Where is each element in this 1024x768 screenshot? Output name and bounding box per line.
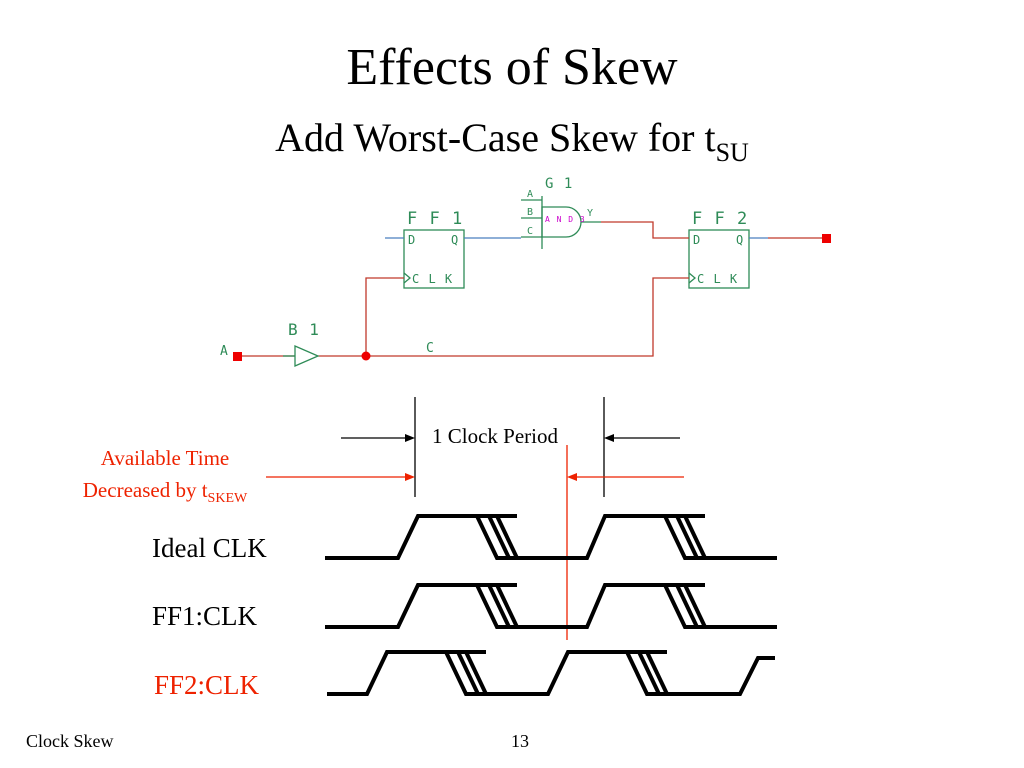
g1-label: G 1 [545,176,573,192]
subtitle-text: Add Worst-Case Skew for t [275,115,716,160]
signal-label-ff2-clk: FF2:CLK [154,670,260,700]
ff2-label: F F 2 [692,209,748,229]
and3-label: A N D 3 [545,215,586,224]
wire-y-to-ff2-d [601,221,689,239]
ff2-clk-label: C L K [697,272,738,286]
ff1-q-label: Q [451,233,459,247]
ff1-clk-label: C L K [412,272,453,286]
wire-to-ff2-clk [366,277,689,357]
b1-label: B 1 [288,320,320,339]
signal-label-ff1-clk: FF1:CLK [152,601,258,631]
annotation-line1: Available Time [100,446,230,470]
ff2-q-label: Q [736,233,744,247]
port-out [822,234,831,243]
signal-label-ideal-clk: Ideal CLK [152,533,267,563]
and3-pin-a: A [527,189,534,200]
skew-right-arrowhead [567,473,577,481]
waveforms [325,514,777,696]
ff1-label: F F 1 [407,209,463,229]
clock-junction-node [361,351,371,361]
port-a [233,352,242,361]
slide-title: Effects of Skew [346,39,678,96]
period-right-arrowhead [604,434,614,442]
period-left-arrowhead [405,434,415,442]
waveform-ff2-clk [327,650,775,696]
skew-left-arrowhead [405,473,415,481]
buffer-b1 [294,345,320,367]
schematic-labels: F F 1 F F 2 G 1 A N D 3 B 1 D Q C L K D … [220,176,748,359]
annotation-text: Decreased by t [82,478,208,502]
ff2-clk-triangle [688,272,697,284]
waveform-ff1-clk [325,583,777,629]
subtitle-subscript: SU [715,138,749,167]
footer-label: Clock Skew [26,731,114,751]
and3-gate [541,206,582,238]
ff2-d-label: D [693,233,701,247]
and3-pin-y: Y [587,208,594,219]
wire-to-ff1-clk [365,277,404,356]
ff2-box [688,229,750,289]
red-wires [242,221,822,357]
waveform-ideal-clk [325,514,777,560]
available-time-annotation: Available Time Decreased by tSKEW [40,442,290,506]
period-markers [341,397,680,497]
skew-markers [266,445,684,640]
schematic [233,196,831,367]
and3-pin-b: B [527,207,534,218]
ff1-clk-triangle [403,272,412,284]
and3-pin-c: C [527,226,534,237]
annotation-line2: Decreased by tSKEW [40,474,290,506]
net-c-label: C [426,341,435,356]
port-a-label: A [220,344,229,359]
ff1-d-label: D [408,233,416,247]
slide-subtitle: Add Worst-Case Skew for tSU [0,114,1024,166]
annotation-subscript: SKEW [207,491,248,506]
ff1-box [403,229,465,289]
page-number: 13 [511,731,529,751]
period-label: 1 Clock Period [432,424,558,448]
